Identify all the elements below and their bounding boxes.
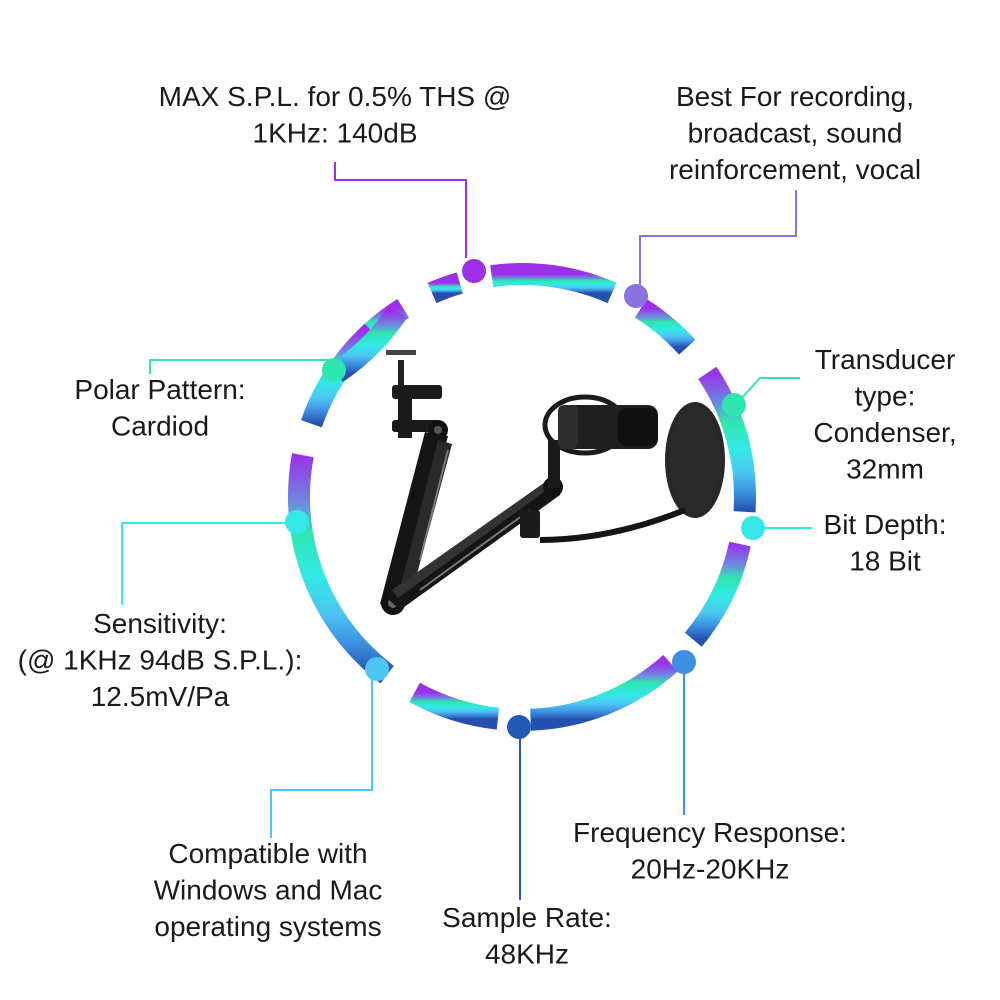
polar-dot bbox=[322, 358, 346, 382]
max-spl-label-line: MAX S.P.L. for 0.5% THS @ bbox=[159, 81, 512, 112]
sensitivity-label-line: Sensitivity: bbox=[93, 608, 227, 639]
max-spl-label: MAX S.P.L. for 0.5% THS @ 1KHz: 140dB bbox=[159, 81, 512, 149]
transducer-label: Transducer type: Condenser, 32mm bbox=[813, 344, 956, 485]
compatible-label-line: Compatible with bbox=[168, 838, 367, 869]
compatible-label-line: Windows and Mac bbox=[154, 875, 383, 906]
frequency-dot bbox=[672, 650, 696, 674]
max-spl-connector bbox=[334, 162, 467, 258]
sample-rate-label-line: 48KHz bbox=[485, 939, 569, 970]
bit-depth-label-line: 18 Bit bbox=[849, 546, 921, 577]
max-spl-label-line: 1KHz: 140dB bbox=[253, 118, 418, 149]
ring-segment bbox=[409, 682, 500, 730]
best-for-label: Best For recording, broadcast, sound reinf… bbox=[669, 81, 921, 185]
sensitivity-label-line: (@ 1KHz 94dB S.P.L.): bbox=[18, 645, 303, 676]
ring-segment bbox=[490, 263, 617, 304]
ring-segment bbox=[684, 541, 751, 647]
ring-segment bbox=[634, 298, 696, 355]
gradient-ring bbox=[288, 263, 756, 731]
ring-segment bbox=[530, 654, 678, 731]
sample-rate-label-line: Sample Rate: bbox=[442, 902, 612, 933]
best-for-label-line: broadcast, sound bbox=[688, 118, 903, 149]
microphone-boom-arm-image bbox=[380, 350, 725, 615]
ring-segment bbox=[698, 366, 756, 513]
sample-rate-label: Sample Rate: 48KHz bbox=[442, 902, 612, 970]
sensitivity-dot bbox=[285, 510, 309, 534]
transducer-label-line: type: bbox=[855, 381, 916, 412]
ring-segment bbox=[427, 272, 464, 304]
connector-lines bbox=[121, 162, 812, 900]
compatible-dot bbox=[365, 657, 389, 681]
ring-dots bbox=[285, 259, 765, 739]
frequency-label-line: 20Hz-20KHz bbox=[631, 854, 790, 885]
best-for-label-line: reinforcement, vocal bbox=[669, 154, 921, 185]
frequency-label: Frequency Response: 20Hz-20KHz bbox=[573, 817, 847, 885]
polar-connector bbox=[149, 359, 331, 374]
sensitivity-label: Sensitivity: (@ 1KHz 94dB S.P.L.): 12.5mV/… bbox=[18, 608, 303, 712]
sensitivity-label-line: 12.5mV/Pa bbox=[91, 681, 230, 712]
bit-depth-dot bbox=[741, 516, 765, 540]
bit-depth-label: Bit Depth: 18 Bit bbox=[824, 509, 947, 577]
compatible-label-line: operating systems bbox=[154, 911, 381, 942]
transducer-label-line: 32mm bbox=[846, 454, 924, 485]
transducer-label-line: Transducer bbox=[815, 344, 956, 375]
ring-segment bbox=[288, 453, 394, 684]
polar-label-line: Polar Pattern: bbox=[74, 374, 245, 405]
spec-labels: MAX S.P.L. for 0.5% THS @ 1KHz: 140dB Bes… bbox=[18, 81, 957, 970]
best-for-connector bbox=[639, 190, 797, 287]
bit-depth-label-line: Bit Depth: bbox=[824, 509, 947, 540]
polar-label-line: Cardiod bbox=[111, 411, 209, 442]
ring-segment bbox=[330, 305, 408, 383]
best-for-label-line: Best For recording, bbox=[676, 81, 914, 112]
polar-label: Polar Pattern: Cardiod bbox=[74, 374, 245, 442]
transducer-connector bbox=[735, 377, 800, 405]
frequency-label-line: Frequency Response: bbox=[573, 817, 847, 848]
transducer-label-line: Condenser, bbox=[813, 417, 956, 448]
sample-rate-dot bbox=[507, 715, 531, 739]
best-for-dot bbox=[624, 284, 648, 308]
transducer-dot bbox=[722, 393, 746, 417]
sensitivity-connector bbox=[121, 522, 296, 605]
compatible-connector bbox=[270, 672, 373, 838]
max-spl-dot bbox=[462, 259, 486, 283]
